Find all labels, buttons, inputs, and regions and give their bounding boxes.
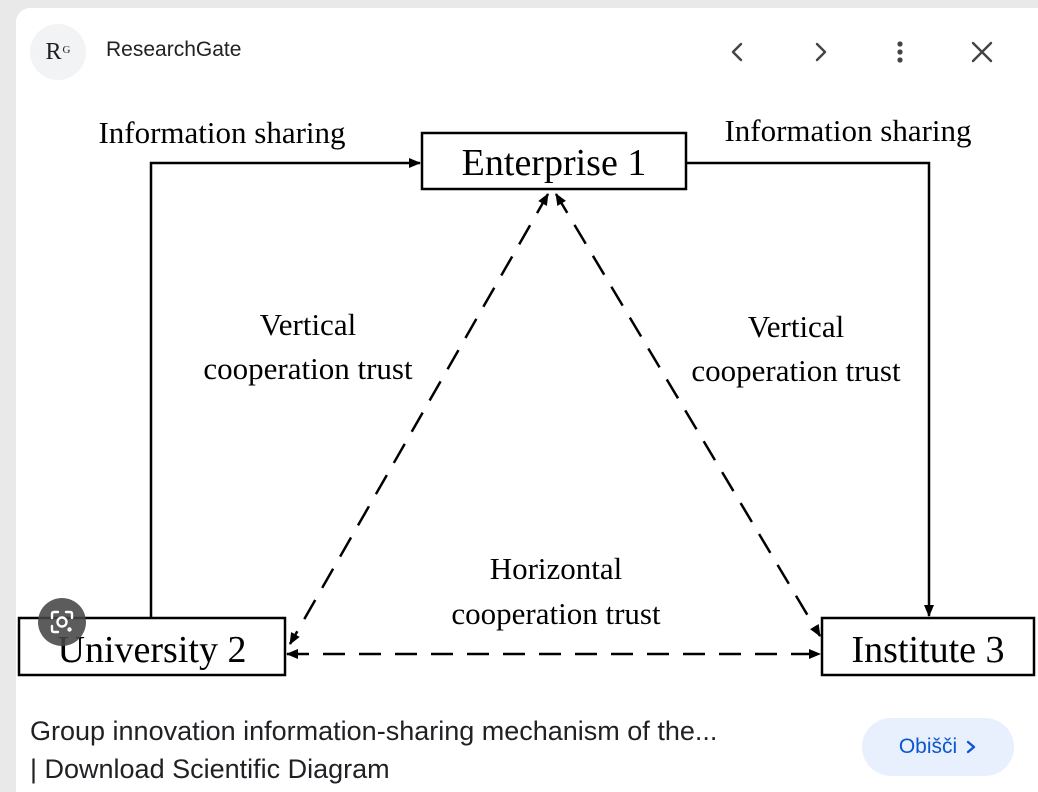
university-node-label: University 2 [58,629,247,671]
vertical-trust-left-arrow [288,193,550,645]
horizontal-trust-label-line1: Horizontal [490,551,623,586]
source-logo-letter: R [45,38,62,65]
source-name[interactable]: ResearchGate [106,38,242,61]
enterprise-node-label: Enterprise 1 [462,142,647,184]
diagram-image[interactable]: Enterprise 1 University 2 Institute 3 In… [16,98,1038,688]
info-sharing-left-label: Information sharing [98,115,345,150]
horizontal-trust-label-line2: cooperation trust [451,596,661,631]
enterprise-node-box [420,131,688,191]
caption-line-1: Group innovation information-sharing mec… [30,716,718,746]
chevron-right-icon [815,42,827,62]
info-sharing-left-arrow [149,158,421,618]
vertical-trust-right-label-line1: Vertical [748,309,844,344]
close-icon [971,41,993,63]
visit-button[interactable]: Obišči [862,718,1014,776]
more-options-button[interactable] [876,28,924,76]
chevron-left-icon [731,42,743,62]
diagram-svg: Enterprise 1 University 2 Institute 3 In… [17,113,1036,677]
info-sharing-right-arrow [686,161,934,617]
vertical-trust-right-label-line2: cooperation trust [691,353,901,388]
google-lens-icon [50,610,74,634]
more-vert-icon [897,41,903,63]
chevron-right-icon [966,740,976,754]
institute-node-label: Institute 3 [851,629,1004,671]
info-sharing-right-label: Information sharing [724,113,971,148]
previous-button[interactable] [714,28,762,76]
close-button[interactable] [958,28,1006,76]
vertical-trust-left-label-line1: Vertical [260,307,356,342]
institute-node-box [820,616,1036,677]
vertical-trust-right-arrow [554,193,822,637]
source-logo-sup: G [62,44,71,56]
caption-line-2: | Download Scientific Diagram [30,754,390,784]
lens-search-button[interactable] [38,598,86,646]
visit-button-label: Obišči [898,735,958,758]
vertical-trust-left-label-line2: cooperation trust [203,351,413,386]
image-caption[interactable]: Group innovation information-sharing mec… [30,712,830,788]
next-button[interactable] [796,28,844,76]
